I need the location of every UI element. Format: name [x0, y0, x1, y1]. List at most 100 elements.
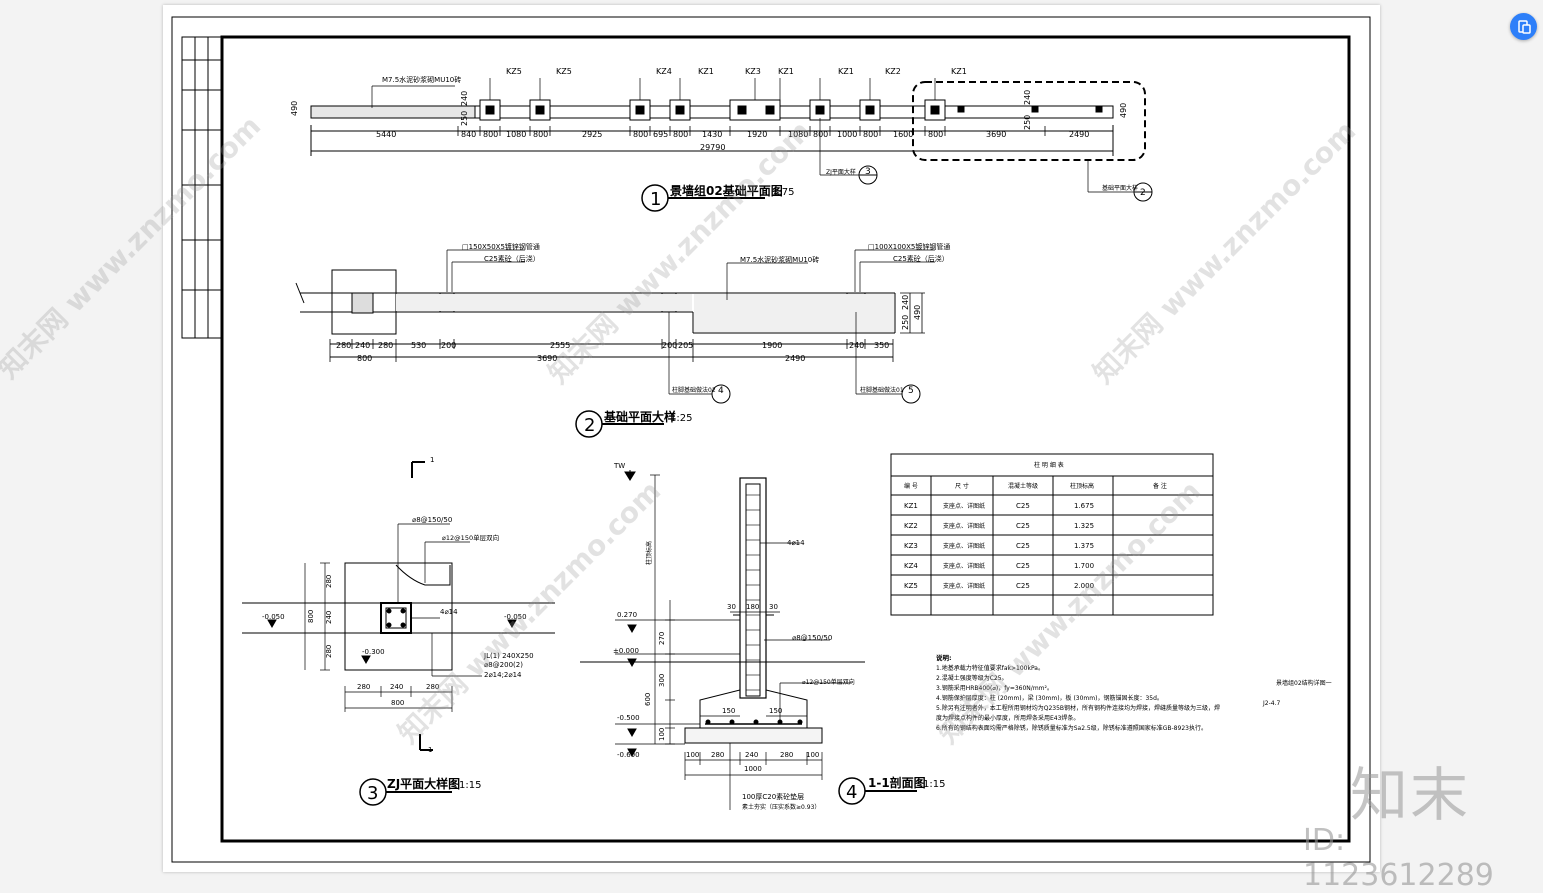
- sec-title: 1-1剖面图: [868, 775, 926, 790]
- titleblock-name: 景墙组02结构详图一: [1276, 679, 1332, 687]
- p2-ref4-num: 4: [718, 386, 724, 396]
- p2-ref5: 柱脚基础做法01: [860, 386, 904, 394]
- table-h-0: 编 号: [904, 482, 918, 490]
- p1-num: 1: [650, 189, 661, 210]
- notes-3: 4.钢筋保护层厚度：柱 (20mm)，梁 (30mm)，板 (30mm)，钢筋锚…: [936, 694, 1163, 702]
- zj-hd-1: 240: [390, 683, 403, 691]
- p1-wall-note: M7.5水泥砂浆砌MU10砖: [382, 75, 461, 84]
- sec-lv0500: -0.500: [617, 714, 640, 722]
- zj-jl3: 2⌀14;2⌀14: [484, 671, 522, 679]
- sec-vd-3: 100: [658, 728, 666, 741]
- sec-w30b: 30: [769, 603, 778, 611]
- p1-v240: 240: [460, 91, 469, 106]
- p1-dim-8: 800: [673, 130, 688, 139]
- table-r2-0: KZ3: [904, 542, 918, 550]
- table-r1-0: KZ2: [904, 522, 918, 530]
- p1-col-8: KZ1: [951, 67, 967, 76]
- p2-scale: 1:25: [670, 413, 692, 424]
- p1-dim-13: 1000: [837, 130, 857, 139]
- outer-frame: [171, 16, 1371, 863]
- table-r3-0: KZ4: [904, 562, 918, 570]
- table-h-1: 尺 寸: [955, 482, 969, 490]
- table-r1-1: 支座点、详图纸: [943, 522, 985, 530]
- notes-0: 1.地基承载力特征值要求fak>100kPa。: [936, 664, 1044, 672]
- sec-height: 柱顶标高: [645, 541, 653, 565]
- p1-col-7: KZ2: [885, 67, 901, 76]
- sec-lv0270: 0.270: [617, 611, 637, 619]
- table-r2-2: C25: [1016, 542, 1030, 550]
- p1-h490a: 490: [290, 101, 299, 116]
- notes-5: 度为焊接点构件的最小厚度，所用焊条采用E43焊条。: [936, 714, 1079, 722]
- p1-v250b: 250: [1023, 115, 1032, 130]
- sec-scale: 1:15: [923, 779, 945, 790]
- table-r4-2: C25: [1016, 582, 1030, 590]
- p1-dim-2: 800: [483, 130, 498, 139]
- zj-h800: 800: [391, 699, 404, 707]
- p2-num: 2: [584, 415, 595, 436]
- p1-dim-10: 1920: [747, 130, 767, 139]
- table-h-2: 混凝土等级: [1008, 482, 1038, 490]
- p2-dim-9: 240: [849, 341, 864, 350]
- titleblock-code: J2-4.7: [1262, 700, 1280, 707]
- table-r3-1: 支座点、详图纸: [943, 562, 985, 570]
- p1-dim-4: 800: [533, 130, 548, 139]
- zj-stir: ⌀8@150/50: [412, 516, 452, 524]
- p1-col-4: KZ3: [745, 67, 761, 76]
- p1-dim-1: 840: [461, 130, 476, 139]
- p1-dim-0: 5440: [376, 130, 396, 139]
- sec-btotal: 1000: [744, 765, 762, 773]
- brand-watermark: 知末: [1350, 761, 1471, 829]
- sec-num: 4: [846, 782, 857, 803]
- p1-title: 景墙组02基础平面图: [670, 183, 783, 198]
- p2-dim-3: 530: [411, 341, 426, 350]
- notes-6: 6.所有的钢结构表面均需严格除锈，除锈质量标准为Sa2.5级，除锈标准遵照国家标…: [936, 724, 1207, 732]
- zj-main: 4⌀14: [440, 608, 458, 616]
- p2-lab1: □150X50X5镀锌钢管通: [462, 242, 540, 251]
- p2-lab2: C25素砼（后浇）: [484, 254, 540, 263]
- zj-vd-1: 240: [325, 611, 333, 624]
- zj-vd-0: 280: [325, 575, 333, 588]
- p1-v250: 250: [460, 111, 469, 126]
- sec-vd-0: 270: [658, 632, 666, 645]
- zj-plan-detail: [242, 461, 555, 806]
- zj-vd-2: 280: [325, 645, 333, 658]
- inner-frame: [220, 35, 1351, 843]
- zj-jl: JL(1) 240X250: [483, 652, 534, 660]
- table-r1-2: C25: [1016, 522, 1030, 530]
- zj-scale: 1:15: [459, 780, 481, 791]
- table-r4-3: 2.000: [1074, 582, 1094, 590]
- p2-v250: 250: [901, 315, 910, 330]
- p1-total: 29790: [700, 143, 725, 152]
- sec-bd-2: 240: [745, 751, 758, 759]
- table-r2-3: 1.375: [1074, 542, 1094, 550]
- table-r0-1: 支座点、详图纸: [943, 502, 985, 510]
- p2-dim-1: 240: [355, 341, 370, 350]
- p1-dim-12: 800: [813, 130, 828, 139]
- table-r0-2: C25: [1016, 502, 1030, 510]
- p2-lab5: C25素砼（后浇）: [893, 254, 949, 263]
- zj-bar: ⌀12@150单层双向: [442, 533, 499, 542]
- sec-lv0000: ±0.000: [613, 647, 639, 655]
- p1-ref3: ZJ平面大样: [826, 168, 856, 176]
- p1-dim-14: 800: [863, 130, 878, 139]
- p2-dim-8: 1900: [762, 341, 782, 350]
- toolbar-action-button[interactable]: [1510, 13, 1537, 40]
- p1-dim-6: 800: [633, 130, 648, 139]
- p1-col-2: KZ4: [656, 67, 672, 76]
- p2-dim-5: 2555: [550, 341, 570, 350]
- p2-dim-6: 200: [662, 341, 677, 350]
- sec-d150b: 150: [769, 707, 782, 715]
- notes-2: 3.钢筋采用HRB400(⌀)，fy=360N/mm²。: [936, 684, 1053, 692]
- table-h-3: 柱顶标高: [1070, 482, 1094, 490]
- sec-bd-3: 280: [780, 751, 793, 759]
- zj-v800: 800: [307, 610, 315, 623]
- sec-w180: 180: [746, 603, 759, 611]
- table-r3-2: C25: [1016, 562, 1030, 570]
- p1-dim-3: 1080: [506, 130, 526, 139]
- p2-dim-2: 280: [378, 341, 393, 350]
- sec-vd-1: 300: [658, 674, 666, 687]
- table-r0-3: 1.675: [1074, 502, 1094, 510]
- zj-lv1: -0.050: [262, 613, 285, 621]
